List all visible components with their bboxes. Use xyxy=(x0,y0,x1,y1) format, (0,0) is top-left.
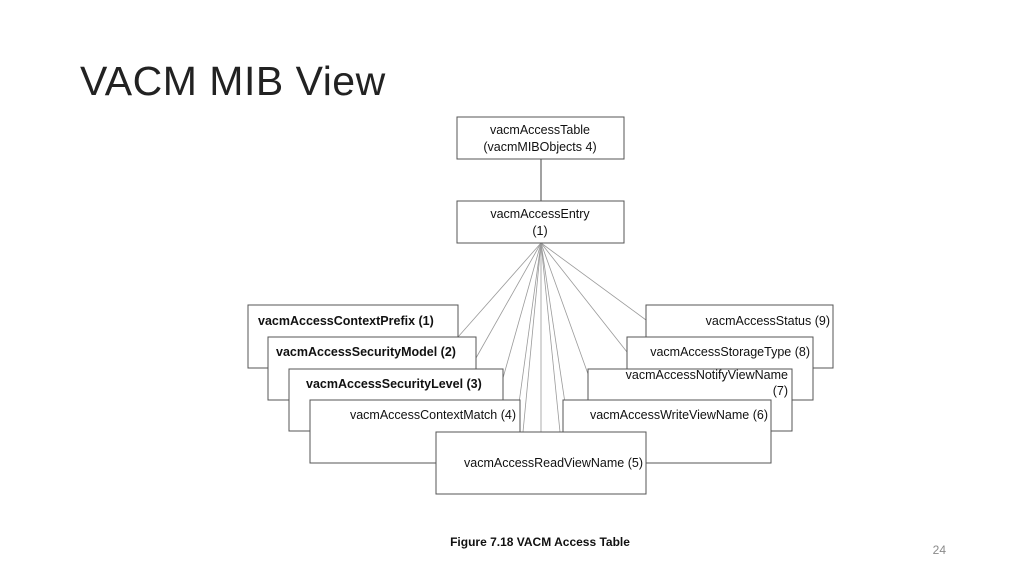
entry-connectors xyxy=(457,242,647,433)
node-read-view-label: vacmAccessReadViewName (5) xyxy=(464,456,643,470)
connector-storage-type xyxy=(540,242,628,353)
node-context-match-label: vacmAccessContextMatch (4) xyxy=(350,408,516,422)
node-notify-view-label: vacmAccessNotifyViewName xyxy=(626,368,788,382)
node-storage-type-label: vacmAccessStorageType (8) xyxy=(650,345,810,359)
node-status-label: vacmAccessStatus (9) xyxy=(706,314,830,328)
node-access-entry-oid: (1) xyxy=(532,224,547,238)
node-access-table-oid: (vacmMIBObjects 4) xyxy=(483,140,596,154)
node-access-table xyxy=(456,116,625,160)
figure-caption: Figure 7.18 VACM Access Table xyxy=(450,535,630,549)
node-notify-view-oid: (7) xyxy=(773,384,788,398)
node-access-table-label: vacmAccessTable xyxy=(490,123,590,137)
node-read-view xyxy=(435,431,647,495)
connector-status xyxy=(540,242,647,321)
node-write-view-label: vacmAccessWriteViewName (6) xyxy=(590,408,768,422)
node-context-prefix-label: vacmAccessContextPrefix (1) xyxy=(258,314,434,328)
connector-write-view xyxy=(540,242,566,404)
connector-context-prefix xyxy=(457,242,542,338)
page-number: 24 xyxy=(932,543,946,557)
connector-security-level xyxy=(502,242,542,379)
node-access-entry xyxy=(456,200,625,244)
connector-context-match xyxy=(518,242,542,404)
node-security-level-label: vacmAccessSecurityLevel (3) xyxy=(306,377,482,391)
node-access-entry-label: vacmAccessEntry xyxy=(490,207,590,221)
connector-security-model xyxy=(475,242,542,359)
node-security-model-label: vacmAccessSecurityModel (2) xyxy=(276,345,456,359)
connector-read-view-right xyxy=(540,242,561,433)
connector-read-view-left xyxy=(522,242,542,433)
slide-title: VACM MIB View xyxy=(80,58,386,104)
connector-notify-view xyxy=(540,242,589,375)
